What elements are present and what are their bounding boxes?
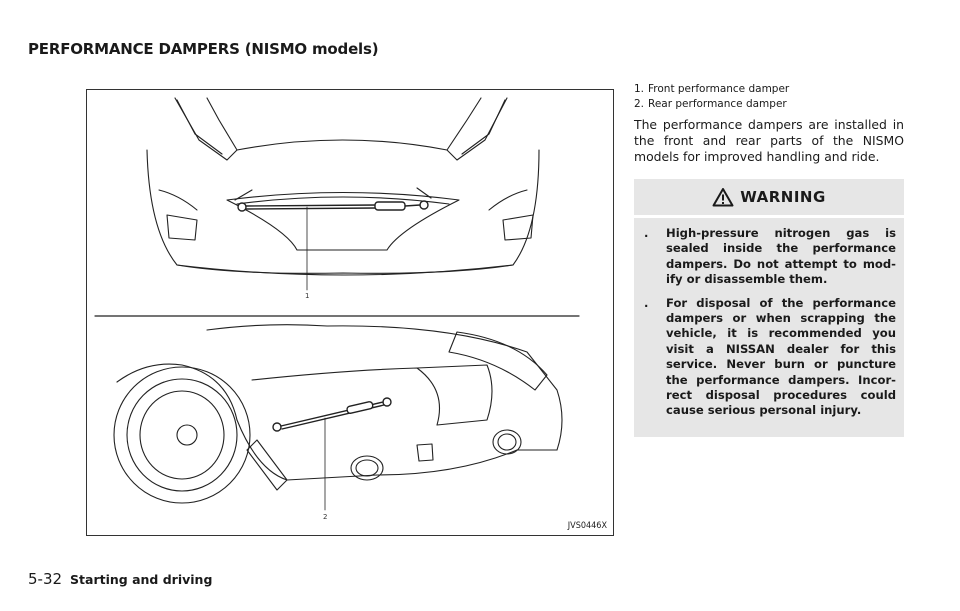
warning-list: . High-pressure nitrogen gas is sealed i…	[634, 218, 904, 419]
warning-item: . High-pressure nitrogen gas is sealed i…	[644, 226, 896, 287]
warning-header: WARNING	[634, 179, 904, 218]
rear-bumper-drawing	[113, 324, 563, 511]
warning-item: . For disposal of the performance damper…	[644, 295, 896, 418]
warning-title: WARNING	[740, 188, 826, 206]
right-column: 1. Front performance damper 2. Rear perf…	[634, 82, 904, 437]
warning-triangle-icon	[712, 188, 734, 207]
page-number: 5-32	[28, 570, 63, 588]
callout-1-label: 1	[305, 292, 310, 300]
front-bumper-drawing	[146, 97, 540, 291]
figure-legend: 1. Front performance damper 2. Rear perf…	[634, 82, 904, 112]
legend-item: 1. Front performance damper	[634, 83, 790, 95]
car-line-drawing	[94, 97, 580, 511]
callout-2-label: 2	[323, 513, 328, 521]
page-footer: 5-32 Starting and driving	[28, 570, 212, 588]
warning-box: WARNING . High-pressure nitrogen gas is …	[634, 179, 904, 437]
figure-code: JVS0446X	[567, 521, 607, 531]
intro-paragraph: The performance dampers are installed in…	[634, 117, 904, 164]
damper-illustration: 1 2 JVS0446X	[86, 89, 614, 536]
section-title: PERFORMANCE DAMPERS (NISMO models)	[28, 40, 379, 58]
legend-item: 2. Rear performance damper	[634, 98, 787, 110]
chapter-title: Starting and driving	[70, 572, 213, 587]
